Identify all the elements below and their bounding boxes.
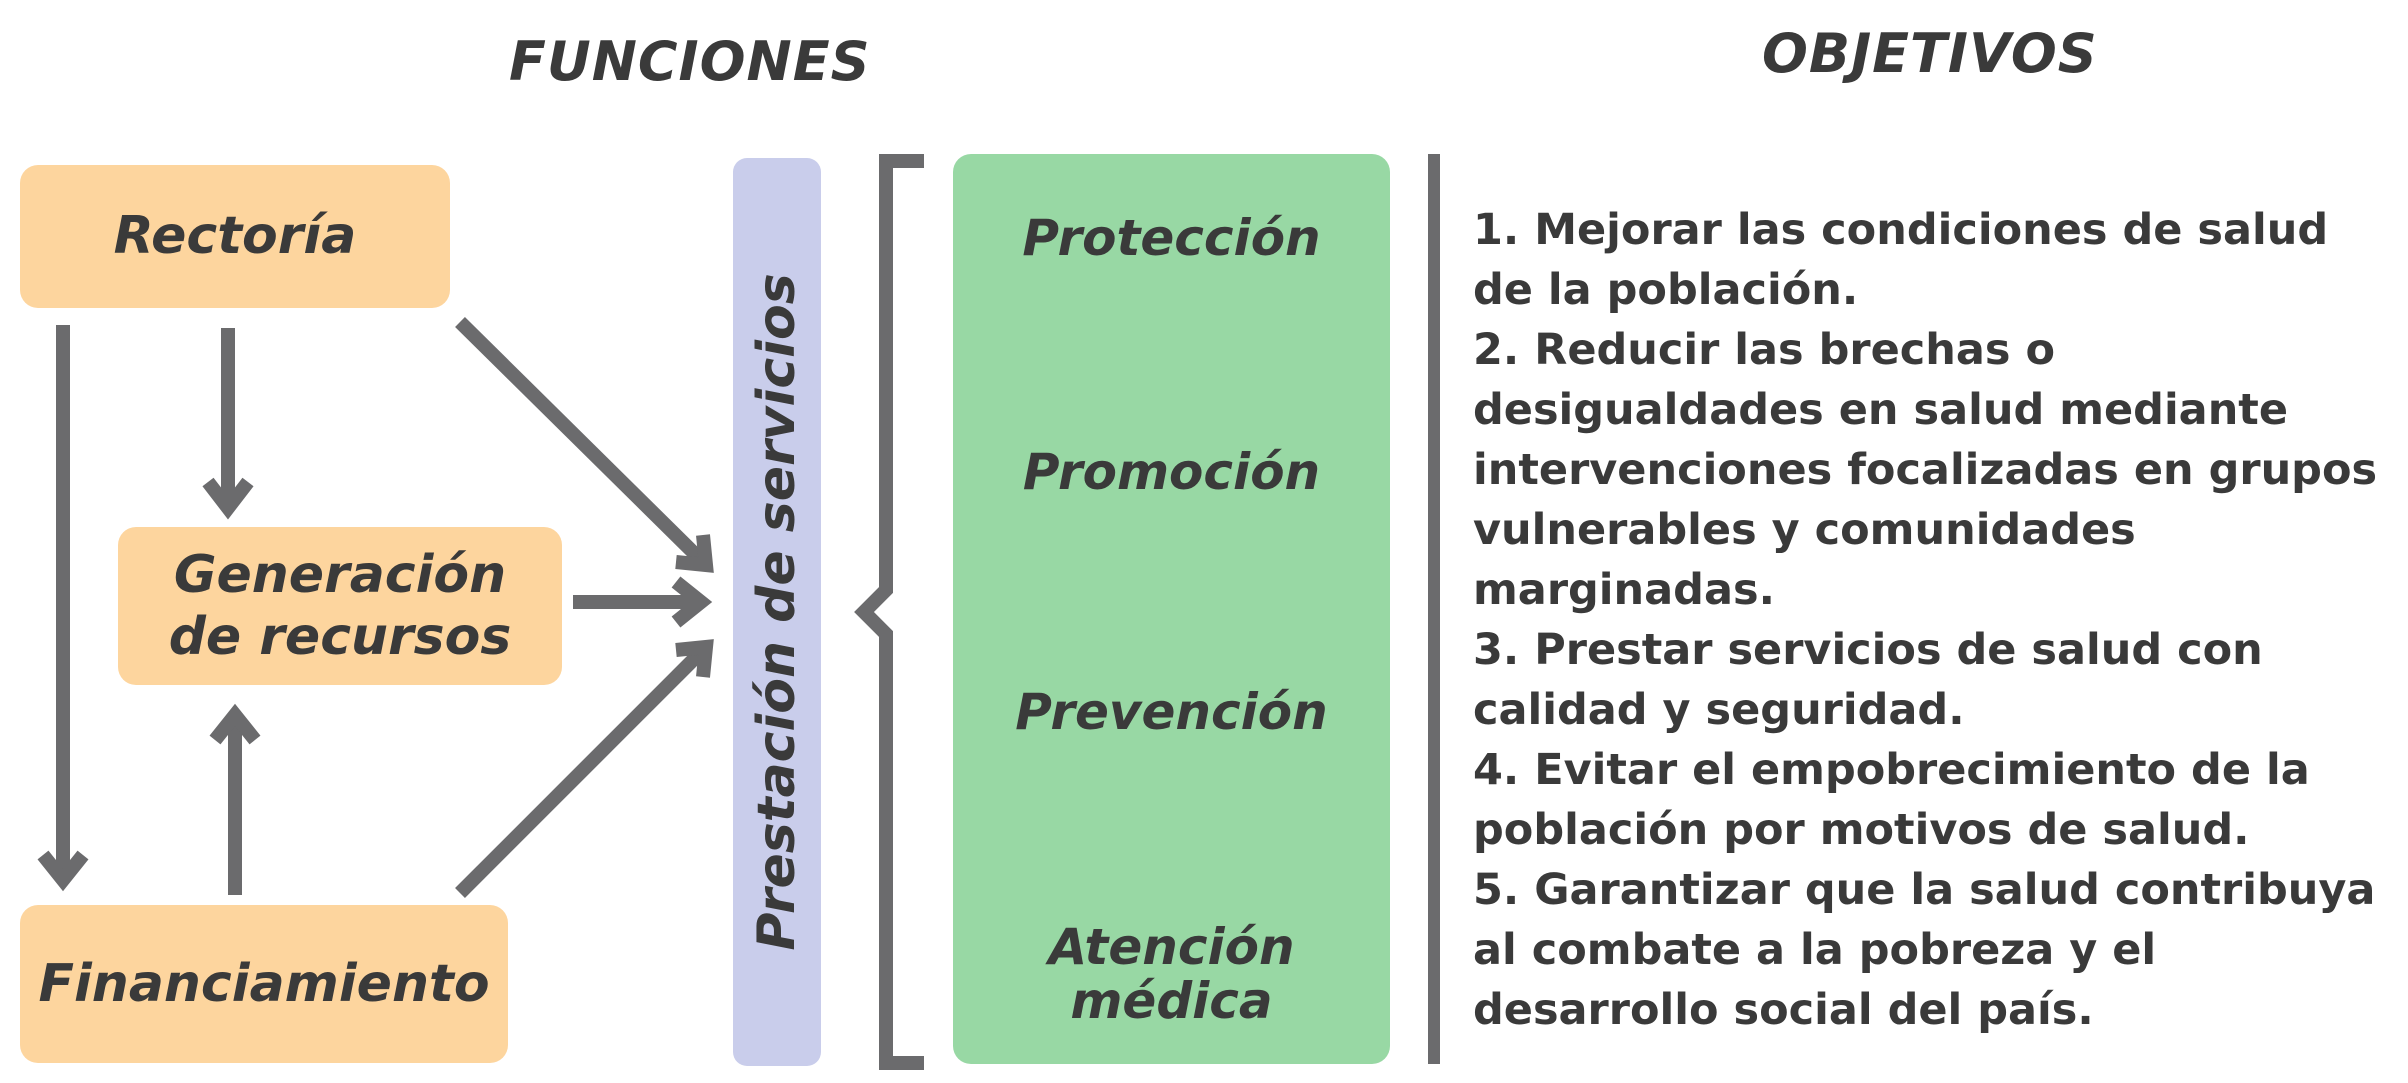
service-prevencion: Prevención <box>1015 683 1328 741</box>
prestacion-servicios-bar <box>733 158 821 1066</box>
arrow-generacion-prestacion <box>573 576 713 628</box>
atencion-line1: Atención <box>1048 918 1295 976</box>
objetivos-heading: OBJETIVOS <box>1762 22 2098 85</box>
financiamiento-box: Financiamiento <box>20 905 508 1063</box>
objectives-list: 1. Mejorar las condiciones de salud de l… <box>1473 200 2393 1040</box>
services-bracket <box>854 154 924 1070</box>
objectives-divider <box>1428 154 1440 1064</box>
atencion-line2: médica <box>1070 972 1273 1030</box>
objective-item: 2. Reducir las brechas o desigualdades e… <box>1473 325 2378 615</box>
objective-item: 5. Garantizar que la salud contribuya al… <box>1473 865 2376 1035</box>
objective-item: 1. Mejorar las condiciones de salud de l… <box>1473 205 2329 315</box>
rectoria-box: Rectoría <box>20 165 450 308</box>
objective-item: 4. Evitar el empobrecimiento de la pobla… <box>1473 745 2310 855</box>
arrow-financiamiento-generacion <box>209 703 261 895</box>
service-atencion-medica: Atención médica <box>953 920 1390 1028</box>
service-promocion: Promoción <box>1022 443 1321 501</box>
financiamiento-label: Financiamiento <box>38 953 490 1014</box>
funciones-heading: FUNCIONES <box>509 30 871 93</box>
rectoria-label: Rectoría <box>113 206 357 267</box>
arrow-rectoria-financiamiento <box>37 325 89 892</box>
services-box <box>953 154 1390 1064</box>
generacion-recursos-box: Generación de recursos <box>118 527 562 685</box>
arrow-rectoria-prestacion <box>455 317 714 573</box>
service-proteccion: Protección <box>1022 209 1321 267</box>
arrow-financiamiento-prestacion <box>455 639 714 898</box>
generacion-label-line2: de recursos <box>168 607 512 667</box>
objective-item: 3. Prestar servicios de salud con calida… <box>1473 625 2263 735</box>
generacion-label-line1: Generación <box>173 544 507 605</box>
arrow-rectoria-generacion <box>202 328 254 520</box>
prestacion-servicios-label: Prestación de servicios <box>747 273 807 951</box>
